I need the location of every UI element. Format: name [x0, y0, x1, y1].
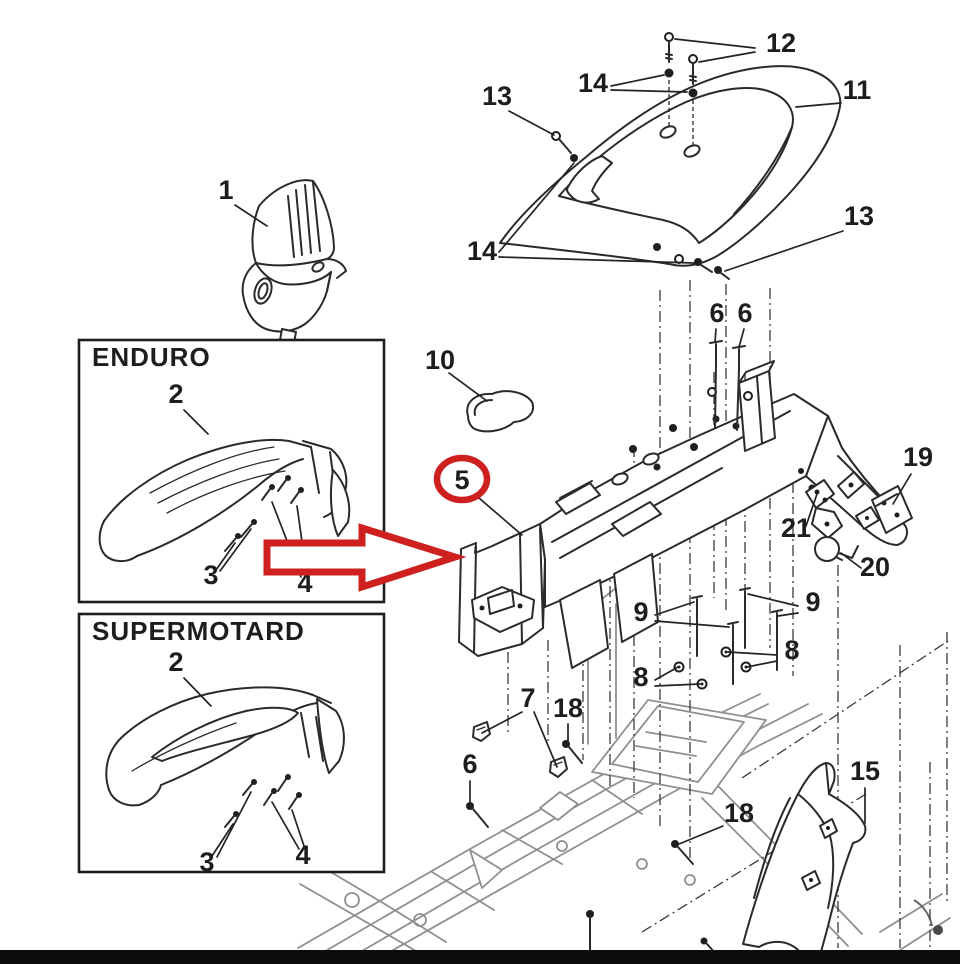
part-label-6-c: 6	[462, 749, 477, 779]
bolt-18-b	[671, 840, 679, 848]
tail-brackets-parts-19-20-21	[798, 468, 913, 562]
part-label-5: 5	[454, 465, 469, 495]
part-label-1: 1	[218, 175, 233, 205]
part-label-3-enduro: 3	[203, 560, 218, 590]
nut-14-b	[688, 88, 698, 98]
gasket-part-10	[466, 390, 534, 433]
part-label-10: 10	[425, 345, 455, 375]
fasteners-top-12-13-14	[551, 32, 730, 280]
reflector-part-20	[814, 536, 840, 562]
supermotard-front-fender-part-2	[105, 686, 345, 828]
bottom-crop-bar	[0, 950, 960, 964]
part-label-6-a: 6	[709, 298, 724, 328]
subframe-ghost-drawing	[297, 565, 951, 963]
screw-13-b	[714, 266, 722, 274]
headlight-mask-part-1	[241, 179, 347, 344]
part-label-20: 20	[860, 552, 890, 582]
part-label-2-enduro: 2	[168, 379, 183, 409]
bolt-6-c	[466, 802, 474, 810]
bolt-18-a	[562, 740, 570, 748]
side-cover-part-15	[742, 762, 867, 953]
part-label-2-supermotard: 2	[168, 647, 183, 677]
part-label-18-b: 18	[724, 798, 754, 828]
part-label-15: 15	[850, 756, 880, 786]
clip-7	[472, 721, 491, 742]
part-label-6-b: 6	[737, 298, 752, 328]
part-label-11: 11	[843, 75, 872, 105]
part-label-8-left: 8	[633, 662, 648, 692]
part-label-13-b: 13	[844, 201, 874, 231]
part-label-12: 12	[766, 28, 796, 58]
bolt-14-lower	[694, 258, 702, 266]
screw-12-b	[688, 54, 698, 64]
part-label-14-a: 14	[578, 68, 608, 98]
screw-12-a	[664, 32, 674, 42]
supermotard-panel: SUPERMOTARD	[77, 612, 386, 874]
part-label-21: 21	[781, 513, 811, 543]
red-highlight	[263, 454, 491, 592]
part-labels: 1 2 3 4 2 3 4 5 6 6 6 7 8 8 9 9 10 11 12…	[168, 28, 933, 877]
part-label-7: 7	[520, 683, 535, 713]
part-label-4-supermotard: 4	[295, 840, 310, 870]
part-label-19: 19	[903, 442, 933, 472]
part-label-3-supermotard: 3	[199, 847, 214, 877]
screw-13-a	[551, 131, 561, 141]
highlight-arrow	[263, 523, 467, 592]
nut-14-a	[664, 68, 674, 78]
highlight-circle	[433, 454, 491, 504]
part-label-9-right: 9	[805, 587, 820, 617]
part-label-9-left: 9	[633, 597, 648, 627]
enduro-front-fender-part-2	[98, 438, 351, 563]
clip-7	[549, 756, 568, 778]
part-label-8-right: 8	[784, 635, 799, 665]
seat-cowl-part-11	[499, 65, 842, 267]
part-label-18-a: 18	[553, 693, 583, 723]
part-label-13-a: 13	[482, 81, 512, 111]
supermotard-title: SUPERMOTARD	[92, 616, 305, 646]
part-label-14-b: 14	[467, 236, 497, 266]
rear-fender-part-5-assembly	[458, 360, 908, 669]
supermotard-box	[77, 612, 386, 874]
enduro-title: ENDURO	[92, 342, 211, 372]
